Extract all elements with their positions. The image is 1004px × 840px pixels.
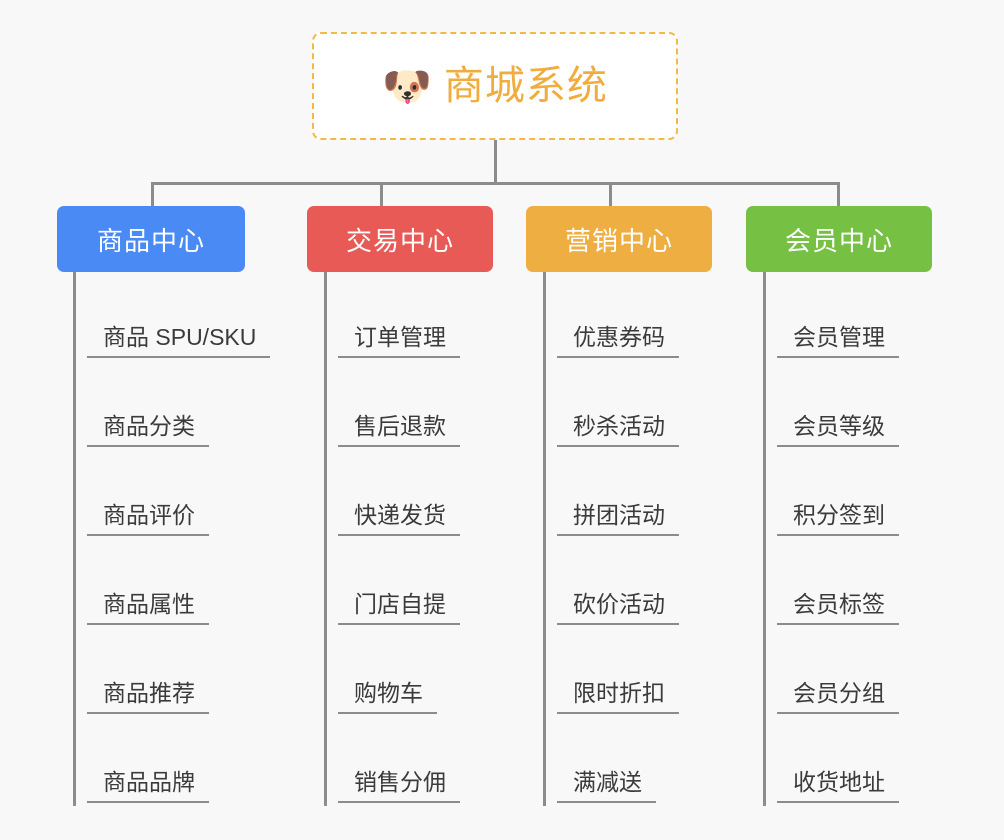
connector-drop-1 bbox=[151, 182, 154, 208]
leaf-item-label: 商品 SPU/SKU bbox=[87, 324, 271, 358]
leaf-item-label: 会员管理 bbox=[777, 324, 899, 358]
leaf-item[interactable]: 订单管理 bbox=[324, 272, 460, 361]
leaf-item-label: 收货地址 bbox=[777, 769, 899, 803]
leaf-item[interactable]: 收货地址 bbox=[763, 717, 899, 806]
leaf-item[interactable]: 会员标签 bbox=[763, 539, 899, 628]
leaf-column-1: 商品 SPU/SKU 商品分类商品评价商品属性商品推荐商品品牌 bbox=[73, 272, 271, 806]
leaf-item[interactable]: 积分签到 bbox=[763, 450, 899, 539]
connector-spine-2 bbox=[324, 272, 327, 806]
category-header-2[interactable]: 交易中心 bbox=[307, 206, 493, 272]
leaf-item-label: 商品属性 bbox=[87, 591, 209, 625]
leaf-item[interactable]: 秒杀活动 bbox=[543, 361, 679, 450]
dog-face-icon: 🐶 bbox=[382, 65, 432, 109]
leaf-item[interactable]: 商品 SPU/SKU bbox=[73, 272, 271, 361]
connector-spine-3 bbox=[543, 272, 546, 806]
connector-root-stem bbox=[494, 140, 497, 184]
category-header-1[interactable]: 商品中心 bbox=[57, 206, 245, 272]
leaf-item-label: 门店自提 bbox=[338, 591, 460, 625]
root-node[interactable]: 🐶 商城系统 bbox=[312, 32, 678, 140]
leaf-item[interactable]: 满减送 bbox=[543, 717, 679, 806]
leaf-item-label: 拼团活动 bbox=[557, 502, 679, 536]
leaf-item[interactable]: 会员等级 bbox=[763, 361, 899, 450]
leaf-item[interactable]: 砍价活动 bbox=[543, 539, 679, 628]
leaf-item-label: 商品品牌 bbox=[87, 769, 209, 803]
category-header-3[interactable]: 营销中心 bbox=[526, 206, 712, 272]
leaf-item-label: 限时折扣 bbox=[557, 680, 679, 714]
leaf-item-label: 快递发货 bbox=[338, 502, 460, 536]
leaf-item-label: 砍价活动 bbox=[557, 591, 679, 625]
leaf-item-label: 会员等级 bbox=[777, 413, 899, 447]
leaf-column-2: 订单管理售后退款快递发货门店自提购物车销售分佣 bbox=[324, 272, 460, 806]
leaf-item[interactable]: 拼团活动 bbox=[543, 450, 679, 539]
leaf-item-label: 优惠券码 bbox=[557, 324, 679, 358]
leaf-item[interactable]: 优惠券码 bbox=[543, 272, 679, 361]
leaf-item-label: 商品评价 bbox=[87, 502, 209, 536]
leaf-item[interactable]: 商品评价 bbox=[73, 450, 270, 539]
leaf-item[interactable]: 销售分佣 bbox=[324, 717, 460, 806]
connector-spine-4 bbox=[763, 272, 766, 806]
connector-horizontal-bus bbox=[151, 182, 839, 185]
leaf-item-label: 商品分类 bbox=[87, 413, 209, 447]
leaf-item-label: 会员标签 bbox=[777, 591, 899, 625]
root-title: 商城系统 bbox=[443, 64, 608, 108]
leaf-item[interactable]: 快递发货 bbox=[324, 450, 460, 539]
leaf-item-label: 秒杀活动 bbox=[557, 413, 679, 447]
leaf-item[interactable]: 售后退款 bbox=[324, 361, 460, 450]
leaf-item[interactable]: 会员管理 bbox=[763, 272, 899, 361]
category-header-4[interactable]: 会员中心 bbox=[746, 206, 932, 272]
leaf-item-label: 购物车 bbox=[338, 680, 437, 714]
leaf-item[interactable]: 限时折扣 bbox=[543, 628, 679, 717]
connector-drop-4 bbox=[837, 182, 840, 208]
leaf-item-label: 会员分组 bbox=[777, 680, 899, 714]
leaf-item[interactable]: 商品推荐 bbox=[73, 628, 270, 717]
connector-drop-2 bbox=[380, 182, 383, 208]
leaf-item[interactable]: 购物车 bbox=[324, 628, 460, 717]
leaf-item-label: 满减送 bbox=[557, 769, 656, 803]
leaf-item-label: 售后退款 bbox=[338, 413, 460, 447]
leaf-item-label: 商品推荐 bbox=[87, 680, 209, 714]
leaf-item[interactable]: 门店自提 bbox=[324, 539, 460, 628]
leaf-item-label: 积分签到 bbox=[777, 502, 899, 536]
leaf-column-3: 优惠券码秒杀活动拼团活动砍价活动限时折扣满减送 bbox=[543, 272, 679, 806]
connector-drop-3 bbox=[609, 182, 612, 208]
leaf-item[interactable]: 商品属性 bbox=[73, 539, 270, 628]
connector-spine-1 bbox=[73, 272, 76, 806]
leaf-item[interactable]: 会员分组 bbox=[763, 628, 899, 717]
leaf-item-label: 订单管理 bbox=[338, 324, 460, 358]
leaf-item-label: 销售分佣 bbox=[338, 769, 460, 803]
leaf-column-4: 会员管理会员等级积分签到会员标签会员分组收货地址 bbox=[763, 272, 899, 806]
leaf-item[interactable]: 商品品牌 bbox=[73, 717, 270, 806]
leaf-item[interactable]: 商品分类 bbox=[73, 361, 270, 450]
